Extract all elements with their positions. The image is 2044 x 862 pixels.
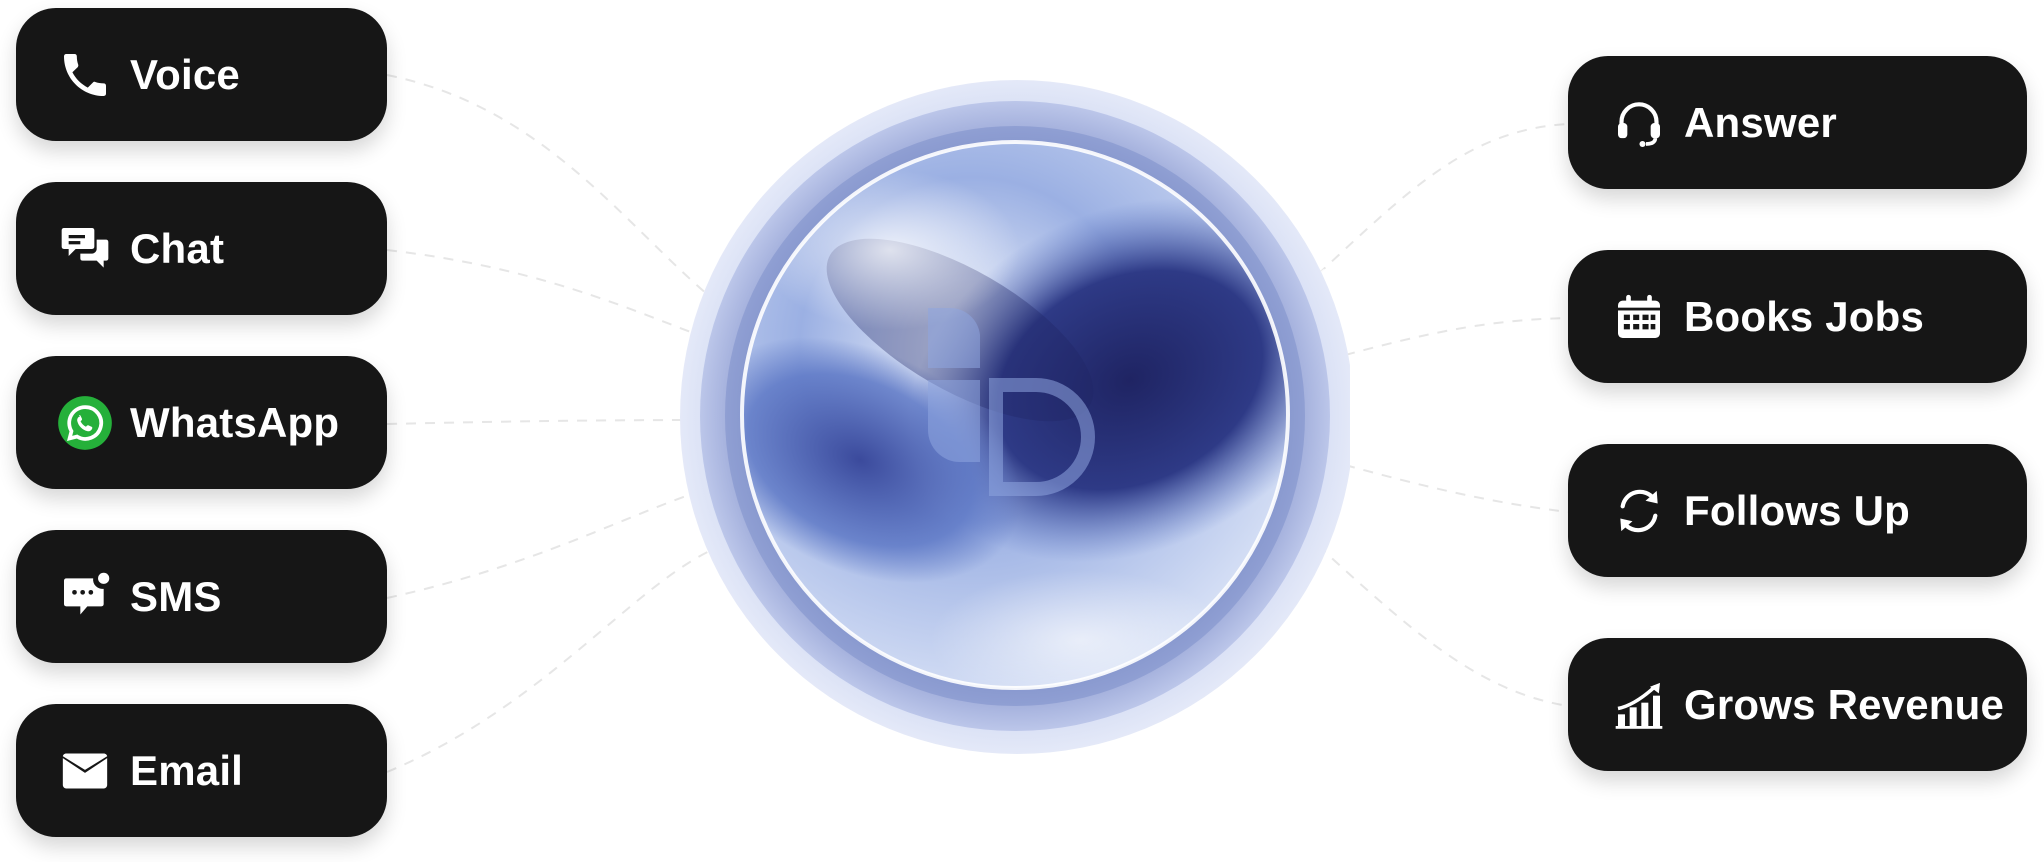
connector-sms xyxy=(386,479,741,599)
outcome-grows-revenue[interactable]: Grows Revenue xyxy=(1568,638,2027,771)
outcome-label: Answer xyxy=(1684,98,1837,146)
channel-whatsapp[interactable]: WhatsApp xyxy=(16,356,387,489)
whatsapp-icon xyxy=(54,392,116,454)
logo-mark xyxy=(928,307,1095,496)
outcome-label: Follows Up xyxy=(1684,486,1910,534)
calendar-icon xyxy=(1608,286,1670,348)
channel-email[interactable]: Email xyxy=(16,704,387,837)
refresh-icon xyxy=(1608,480,1670,542)
headset-icon xyxy=(1608,92,1670,154)
channel-label: Voice xyxy=(130,50,240,98)
channel-label: Chat xyxy=(130,224,225,272)
channel-sms[interactable]: SMS xyxy=(16,530,387,663)
sms-bubble-icon xyxy=(54,566,116,628)
outcome-books-jobs[interactable]: Books Jobs xyxy=(1568,250,2027,383)
outcome-label: Grows Revenue xyxy=(1684,680,2005,728)
connector-email xyxy=(386,539,741,773)
outcome-label: Books Jobs xyxy=(1684,292,1925,340)
central-orb xyxy=(680,80,1350,754)
channel-label: WhatsApp xyxy=(130,398,340,446)
connector-whatsapp xyxy=(386,419,741,425)
connector-voice xyxy=(386,74,741,321)
channel-voice[interactable]: Voice xyxy=(16,8,387,141)
channel-label: SMS xyxy=(130,572,222,620)
chat-bubbles-icon xyxy=(54,218,116,280)
outcome-follows-up[interactable]: Follows Up xyxy=(1568,444,2027,577)
connector-grows xyxy=(1289,519,1569,707)
channel-label: Email xyxy=(130,746,244,794)
phone-icon xyxy=(54,44,116,106)
channel-chat[interactable]: Chat xyxy=(16,182,387,315)
envelope-icon xyxy=(54,740,116,802)
outcome-answer[interactable]: Answer xyxy=(1568,56,2027,189)
growth-chart-icon xyxy=(1608,674,1670,736)
